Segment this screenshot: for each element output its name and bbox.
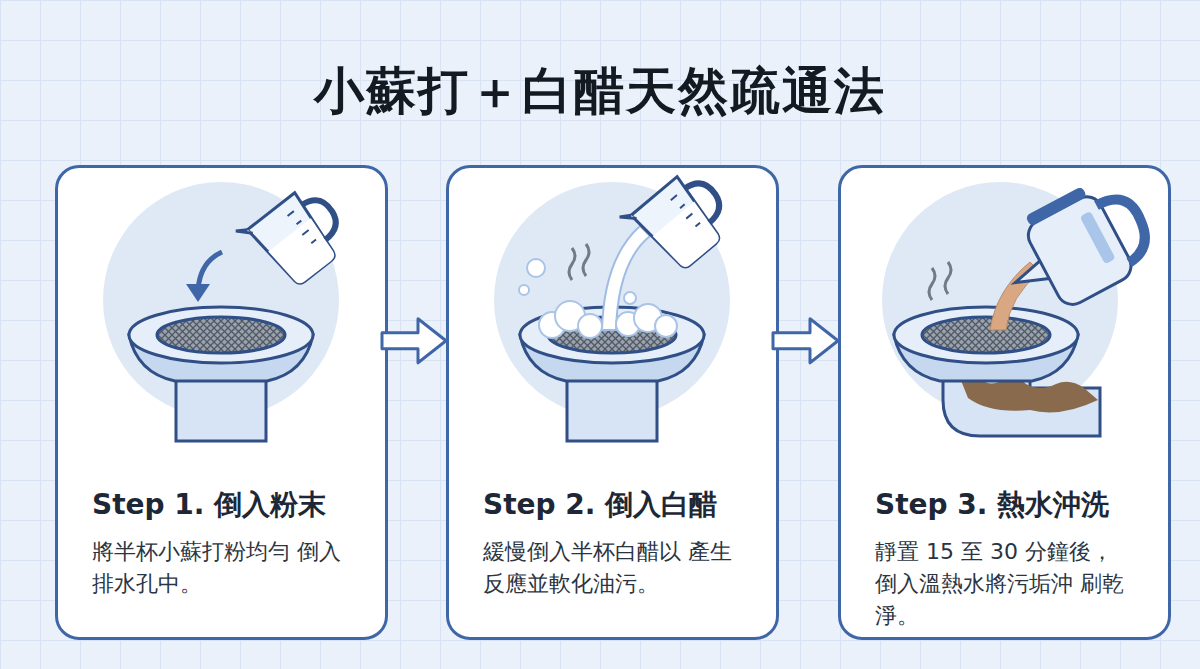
step-description: 靜置 15 至 30 分鐘後， 倒入溫熱水將污垢沖 刷乾淨。	[875, 536, 1125, 632]
box-content: Step 3. 熱水沖洗靜置 15 至 30 分鐘後， 倒入溫熱水將污垢沖 刷乾…	[875, 486, 1144, 632]
step-heading: Step 2. 倒入白醋	[483, 486, 752, 524]
step2-illustration	[494, 160, 740, 441]
diagram-title: 小蘇打＋白醋天然疏通法	[0, 58, 1200, 125]
flow-arrow	[773, 319, 838, 363]
step-heading: Step 1. 倒入粉末	[92, 486, 361, 524]
step-description: 將半杯小蘇打粉均勻 倒入排水孔中。	[92, 536, 342, 600]
arrow-shape	[382, 319, 446, 363]
step-box: Step 3. 熱水沖洗靜置 15 至 30 分鐘後， 倒入溫熱水將污垢沖 刷乾…	[838, 165, 1171, 640]
step-heading: Step 3. 熱水沖洗	[875, 486, 1144, 524]
step3-illustration	[882, 169, 1162, 436]
box-content: Step 2. 倒入白醋緩慢倒入半杯白醋以 產生反應並軟化油污。	[483, 486, 752, 600]
flow-arrow	[382, 319, 446, 363]
step-box: Step 2. 倒入白醋緩慢倒入半杯白醋以 產生反應並軟化油污。	[446, 165, 779, 640]
step-description: 緩慢倒入半杯白醋以 產生反應並軟化油污。	[483, 536, 733, 600]
arrow-shape	[773, 319, 838, 363]
box-content: Step 1. 倒入粉末將半杯小蘇打粉均勻 倒入排水孔中。	[92, 486, 361, 600]
step1-illustration	[103, 177, 356, 441]
step-box: Step 1. 倒入粉末將半杯小蘇打粉均勻 倒入排水孔中。	[55, 165, 388, 640]
